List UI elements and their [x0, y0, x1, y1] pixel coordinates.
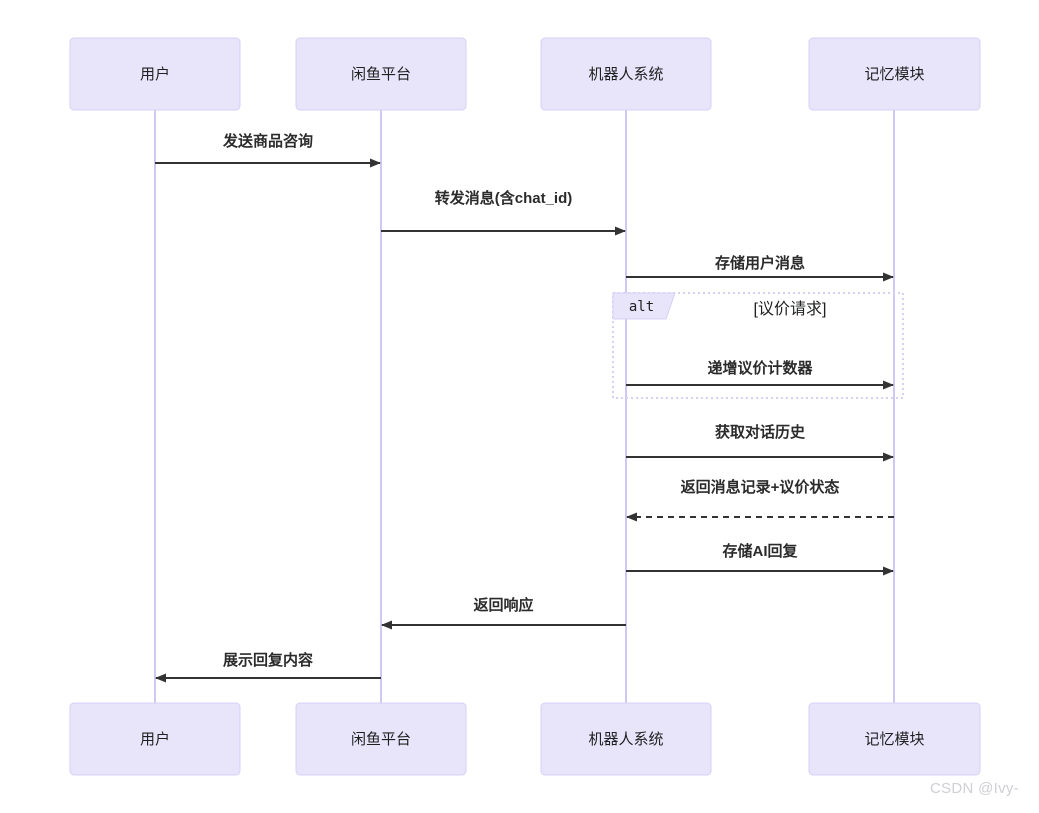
actor-label-platform-bottom: 闲鱼平台 [351, 730, 411, 748]
message-label-8: 返回响应 [473, 596, 533, 614]
actor-label-memory-top: 记忆模块 [864, 66, 924, 83]
actor-box-bot-bottom[interactable] [540, 702, 712, 776]
message-label-9: 展示回复内容 [223, 651, 313, 669]
actor-label-bot-top: 机器人系统 [588, 66, 663, 83]
actor-label-user-bottom: 用户 [140, 731, 170, 748]
fragment-condition-label: [议价请求] [754, 300, 827, 318]
actor-label-memory-bottom: 记忆模块 [864, 731, 924, 748]
actor-box-memory-bottom[interactable] [808, 702, 981, 776]
fragments-group: alt [议价请求] [612, 292, 904, 399]
message-label-5: 获取对话历史 [715, 423, 806, 441]
actor-boxes-top: 用户 闲鱼平台 机器人系统 记忆模块 [69, 37, 981, 111]
actor-box-bot-top[interactable] [540, 37, 712, 111]
watermark: CSDN @Ivy- [929, 780, 1019, 797]
actor-label-platform-top: 闲鱼平台 [351, 65, 411, 83]
actor-label-user-top: 用户 [140, 66, 170, 83]
fragment-box-alt-negotiation [612, 292, 904, 399]
actor-box-platform-top[interactable] [295, 37, 467, 111]
actor-box-user-bottom[interactable] [69, 702, 241, 776]
fragment-tag-alt-negotiation [612, 292, 676, 320]
message-label-6: 返回消息记录+议价状态 [681, 478, 840, 496]
actor-boxes-bottom: 用户 闲鱼平台 机器人系统 记忆模块 [69, 702, 981, 776]
actor-label-bot-bottom: 机器人系统 [588, 731, 663, 748]
message-label-7: 存储AI回复 [722, 542, 798, 560]
message-label-3: 存储用户消息 [715, 254, 805, 272]
actor-box-user-top[interactable] [69, 37, 241, 111]
fragment-operator-label: alt [629, 299, 654, 315]
message-label-1: 发送商品咨询 [222, 132, 313, 150]
message-label-2: 转发消息(含chat_id) [435, 189, 573, 207]
actor-box-platform-bottom[interactable] [295, 702, 467, 776]
lifelines-group [154, 110, 895, 703]
message-label-4: 递增议价计数器 [707, 359, 813, 377]
actor-box-memory-top[interactable] [808, 37, 981, 111]
